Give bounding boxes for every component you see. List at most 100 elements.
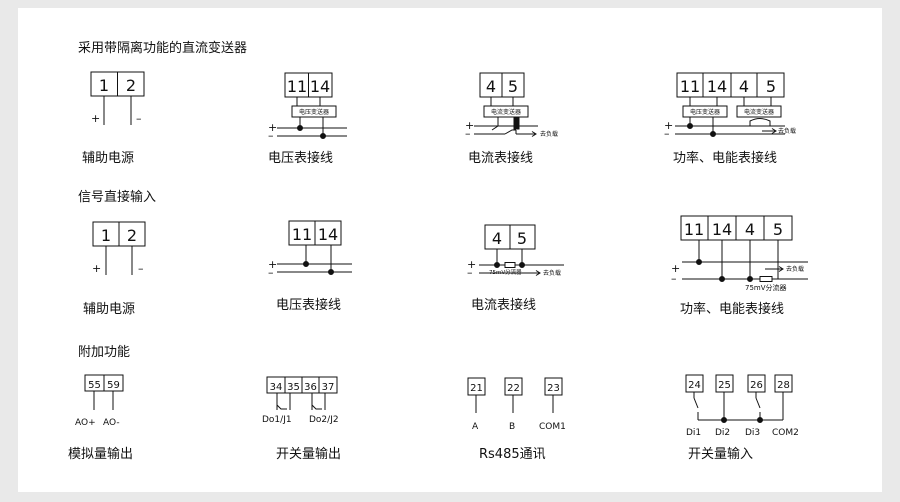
- terminal-label: 35: [287, 382, 300, 393]
- polarity-minus: –: [467, 266, 473, 279]
- r1-power-meter-wiring: 11 14 4 5 电压变送器 电流变送器 去负载 + – 功率、电能表接线: [664, 72, 796, 166]
- module-label: 电流变送器: [744, 108, 774, 116]
- caption: 功率、电能表接线: [673, 150, 777, 166]
- terminal-label: 2: [126, 76, 136, 95]
- terminal-name: Di2: [715, 428, 730, 438]
- terminal-name: Do2/J2: [309, 415, 339, 425]
- r1-voltage-wiring: 11 14 电压变送器 + – 电压表接线: [268, 72, 347, 166]
- terminal-label: 1: [99, 76, 109, 95]
- terminal-label: 14: [310, 77, 330, 96]
- module-label: 电流变送器: [491, 108, 521, 116]
- terminal-label: 23: [547, 383, 560, 394]
- terminal-label: 11: [680, 77, 700, 96]
- caption: 电压表接线: [276, 297, 341, 313]
- r2-power-meter-wiring: 11 14 4 5 去负载 75mV分流器 + – 功率、电能表接线: [671, 215, 808, 317]
- terminal-name: B: [509, 422, 515, 432]
- polarity-plus: +: [465, 119, 474, 132]
- polarity-minus: –: [664, 127, 670, 140]
- shunt-resistor: [504, 262, 516, 268]
- terminal-label: 11: [684, 220, 704, 239]
- terminal-label: 2: [127, 226, 137, 245]
- caption: 开关量输入: [688, 446, 753, 462]
- terminal-name: A: [472, 422, 479, 432]
- terminal-label: 14: [318, 225, 338, 244]
- load-label: 去负载: [786, 265, 804, 273]
- caption: 开关量输出: [276, 446, 341, 462]
- shunt-resistor: [759, 276, 773, 282]
- terminal-name: AO-: [103, 418, 120, 428]
- caption: 电流表接线: [471, 297, 536, 313]
- polarity-plus: +: [268, 121, 277, 134]
- terminal-label: 11: [287, 77, 307, 96]
- caption: 电流表接线: [468, 150, 533, 166]
- section-title-direct: 信号直接输入: [78, 189, 156, 205]
- polarity-plus: +: [671, 262, 680, 275]
- r3-switch-input: 24 25 26 28 Di1 Di2 Di3 COM2 开关量输入: [685, 374, 799, 462]
- terminal-label: 5: [773, 220, 783, 239]
- current-transmitter-module: [483, 105, 529, 118]
- terminal-label: 4: [486, 77, 496, 96]
- shunt-label: 75mV分流器: [489, 268, 522, 276]
- terminal-label: 4: [739, 77, 749, 96]
- r3-switch-output: 34 35 36 37 Do1/J1 Do2/J2 开关量输出: [262, 376, 341, 462]
- terminal-label: 26: [750, 380, 763, 391]
- caption: 辅助电源: [82, 151, 134, 166]
- r3-analog-output: 55 59 AO+ AO- 模拟量输出: [68, 374, 133, 462]
- polarity-plus: +: [92, 262, 101, 275]
- polarity-minus: –: [268, 266, 274, 279]
- polarity-plus: +: [268, 258, 277, 271]
- caption: 电压表接线: [268, 150, 333, 166]
- voltage-transmitter-module: [682, 105, 728, 118]
- terminal-label: 28: [777, 380, 790, 391]
- terminal-label: 5: [508, 77, 518, 96]
- section-title-extra: 附加功能: [78, 345, 130, 360]
- diagram-canvas: 采用带隔离功能的直流变送器 信号直接输入 附加功能 1 2 + – 辅助电源 1…: [18, 8, 882, 492]
- r1-current-wiring: 4 5 电流变送器 去负载 + – 电流表接线: [465, 72, 558, 166]
- wiring-diagram: 采用带隔离功能的直流变送器 信号直接输入 附加功能 1 2 + – 辅助电源 1…: [68, 40, 808, 462]
- caption: 辅助电源: [83, 302, 135, 317]
- shunt-label: 75mV分流器: [745, 283, 787, 292]
- terminal-name: COM2: [772, 428, 799, 438]
- caption: 功率、电能表接线: [680, 301, 784, 317]
- terminal-label: 14: [712, 220, 732, 239]
- terminal-label: 4: [492, 229, 502, 248]
- polarity-plus: +: [467, 258, 476, 271]
- r2-power-supply: 1 2 + – 辅助电源: [83, 221, 146, 317]
- caption: Rs485通讯: [479, 447, 546, 462]
- polarity-minus: –: [465, 127, 471, 140]
- terminal-name: Di3: [745, 428, 760, 438]
- load-label: 去负载: [540, 130, 558, 138]
- polarity-minus: –: [671, 272, 677, 285]
- terminal-label: 1: [101, 226, 111, 245]
- module-label: 电压变送器: [299, 108, 329, 116]
- terminal-label: 55: [88, 380, 101, 391]
- module-label: 电压变送器: [690, 108, 720, 116]
- terminal-label: 37: [322, 382, 335, 393]
- r2-voltage-wiring: 11 14 + – 电压表接线: [268, 220, 352, 313]
- terminal-label: 21: [470, 383, 483, 394]
- terminal-label: 11: [292, 225, 312, 244]
- terminal-label: 5: [517, 229, 527, 248]
- terminal-label: 59: [107, 380, 120, 391]
- polarity-minus: –: [138, 262, 144, 275]
- terminal-label: 4: [745, 220, 755, 239]
- terminal-label: 22: [507, 383, 520, 394]
- load-label: 去负载: [778, 127, 796, 135]
- terminal-name: Do1/J1: [262, 415, 292, 425]
- polarity-minus: –: [268, 129, 274, 142]
- terminal-name: AO+: [75, 418, 96, 428]
- terminal-label: 25: [718, 380, 731, 391]
- terminal-label: 34: [270, 382, 283, 393]
- terminal-label: 24: [688, 380, 701, 391]
- polarity-plus: +: [91, 112, 100, 125]
- polarity-minus: –: [136, 112, 142, 125]
- section-title-isolated: 采用带隔离功能的直流变送器: [78, 40, 247, 56]
- terminal-name: Di1: [686, 428, 701, 438]
- r3-rs485: 21 22 23 A B COM1 Rs485通讯: [467, 377, 566, 462]
- caption: 模拟量输出: [68, 446, 133, 462]
- voltage-transmitter-module: [291, 105, 337, 118]
- r2-current-wiring: 4 5 75mV分流器 去负载 + – 电流表接线: [467, 224, 564, 313]
- polarity-plus: +: [664, 119, 673, 132]
- load-label: 去负载: [543, 269, 561, 277]
- current-transmitter-module: [736, 105, 782, 118]
